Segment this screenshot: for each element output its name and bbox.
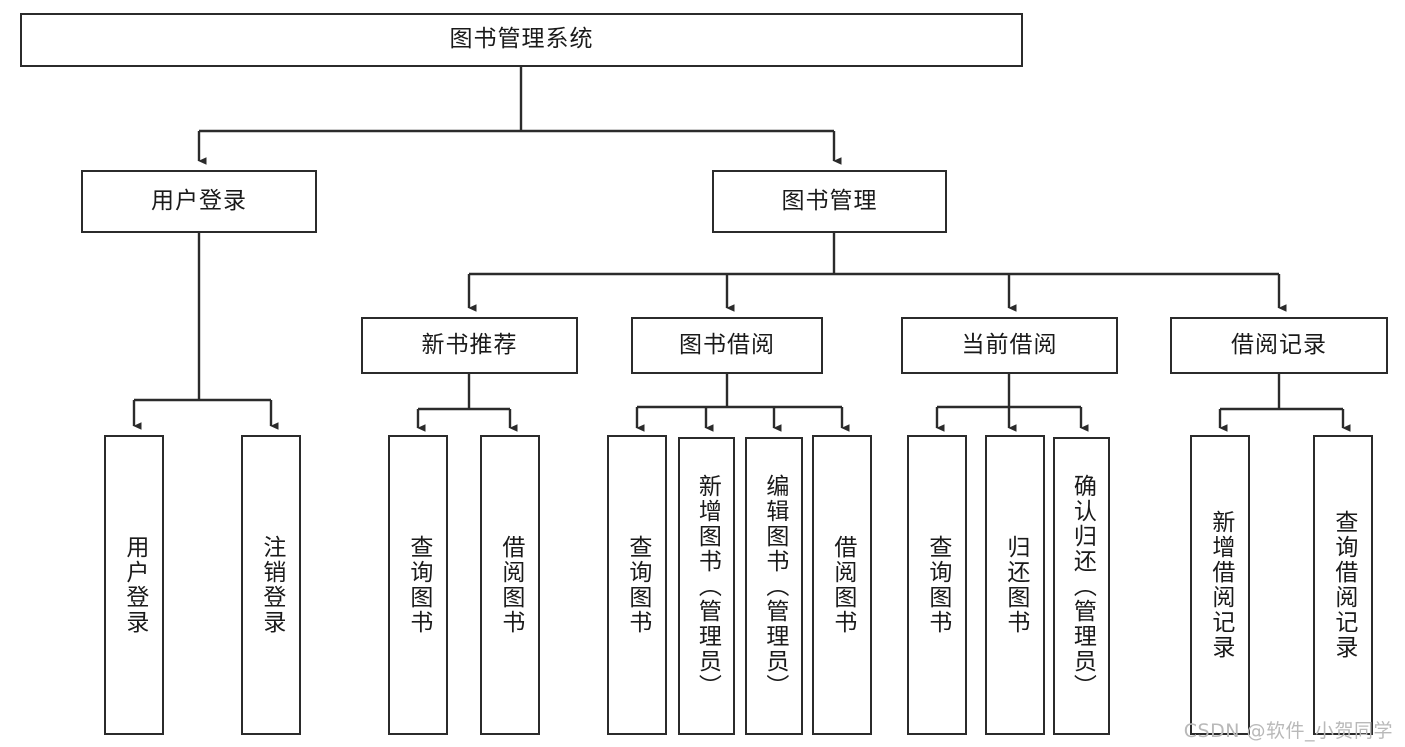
node-label: 注销登录	[258, 535, 285, 635]
node-label: 查询图书	[924, 535, 951, 635]
node-leaf-confirm-return-admin[interactable]: 确认归还（管理员）	[1053, 437, 1110, 735]
node-label: 新书推荐	[421, 331, 518, 358]
node-label: 借阅记录	[1231, 331, 1327, 358]
node-label: 新增借阅记录	[1207, 510, 1234, 660]
node-leaf-search-borrow-record[interactable]: 查询借阅记录	[1313, 435, 1373, 735]
node-label: 借阅图书	[829, 535, 856, 635]
node-label: 查询图书	[624, 535, 651, 635]
node-label: 图书管理	[781, 187, 878, 214]
node-leaf-search-book-current[interactable]: 查询图书	[907, 435, 967, 735]
node-label: 用户登录	[121, 535, 148, 635]
node-leaf-borrow-book-recommend[interactable]: 借阅图书	[480, 435, 540, 735]
watermark-text: CSDN @软件_小贺同学	[1183, 720, 1393, 742]
node-user-login[interactable]: 用户登录	[81, 170, 317, 233]
node-root-book-management-system[interactable]: 图书管理系统	[20, 13, 1023, 67]
node-new-book-recommend[interactable]: 新书推荐	[361, 317, 578, 374]
node-leaf-borrow-book[interactable]: 借阅图书	[812, 435, 872, 735]
node-leaf-add-borrow-record[interactable]: 新增借阅记录	[1190, 435, 1250, 735]
node-leaf-search-book-recommend[interactable]: 查询图书	[388, 435, 448, 735]
node-label: 归还图书	[1002, 535, 1029, 635]
node-label: 当前借阅	[961, 331, 1058, 358]
node-borrow-record[interactable]: 借阅记录	[1170, 317, 1388, 374]
node-leaf-search-book-borrow[interactable]: 查询图书	[607, 435, 667, 735]
node-label: 确认归还（管理员）	[1069, 473, 1096, 699]
node-label: 查询图书	[405, 535, 432, 635]
node-leaf-user-login[interactable]: 用户登录	[104, 435, 164, 735]
node-book-management[interactable]: 图书管理	[712, 170, 947, 233]
node-label: 图书借阅	[679, 331, 775, 358]
node-leaf-logout[interactable]: 注销登录	[241, 435, 301, 735]
node-label: 新增图书（管理员）	[694, 473, 721, 699]
node-leaf-edit-book-admin[interactable]: 编辑图书（管理员）	[745, 437, 803, 735]
node-leaf-add-book-admin[interactable]: 新增图书（管理员）	[678, 437, 735, 735]
node-label: 编辑图书（管理员）	[761, 473, 788, 699]
node-book-borrow[interactable]: 图书借阅	[631, 317, 823, 374]
node-label: 查询借阅记录	[1330, 510, 1357, 660]
node-label: 图书管理系统	[449, 26, 594, 53]
node-leaf-return-book[interactable]: 归还图书	[985, 435, 1045, 735]
node-current-borrow[interactable]: 当前借阅	[901, 317, 1118, 374]
node-label: 用户登录	[151, 187, 247, 214]
node-label: 借阅图书	[497, 535, 524, 635]
